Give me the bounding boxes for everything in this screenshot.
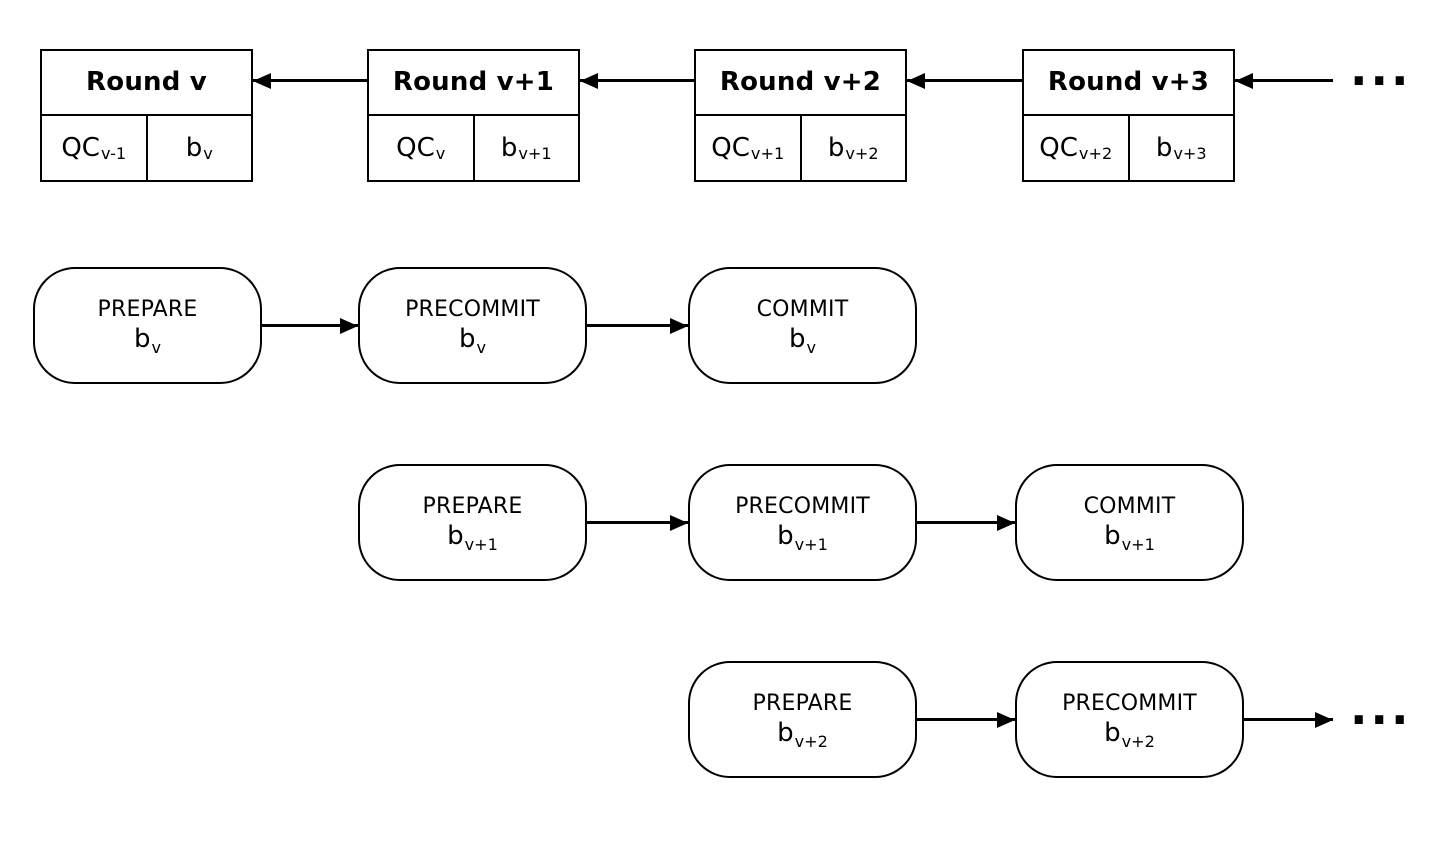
round-title: Round v+3 xyxy=(1024,51,1233,116)
block-label: b xyxy=(1155,132,1173,163)
block-subscript: v+1 xyxy=(464,535,498,555)
block-label: b xyxy=(500,132,518,163)
phase-pill-commit-v: COMMIT bv xyxy=(688,267,917,384)
round-title: Round v+2 xyxy=(696,51,905,116)
block-subscript: v xyxy=(203,144,213,164)
flow-arrow-icon xyxy=(917,514,1015,531)
qc-label: QC xyxy=(711,132,750,163)
phase-pill-prepare-v: PREPARE bv xyxy=(33,267,262,384)
phase-label: PRECOMMIT xyxy=(405,297,540,322)
block-base: b xyxy=(458,324,476,354)
phase-pill-prepare-v1: PREPARE bv+1 xyxy=(358,464,587,581)
chain-arrow-icon xyxy=(253,72,367,89)
phase-label: PRECOMMIT xyxy=(735,494,870,519)
round-title: Round v xyxy=(42,51,251,116)
block-base: b xyxy=(788,324,806,354)
pill-block-label: bv+2 xyxy=(777,718,828,750)
chain-ellipsis: ... xyxy=(1350,42,1412,96)
flow-arrow-icon xyxy=(1244,711,1333,728)
block-base: b xyxy=(777,718,794,748)
block-base: b xyxy=(1104,718,1121,748)
chain-arrow-icon xyxy=(1235,72,1333,89)
block-base: b xyxy=(447,521,464,551)
pill-block-label: bv xyxy=(788,324,816,356)
block-subscript: v+2 xyxy=(1121,732,1155,752)
phase-pill-precommit-v1: PRECOMMIT bv+1 xyxy=(688,464,917,581)
phase-label: PREPARE xyxy=(422,494,523,519)
qc-label: QC xyxy=(1039,132,1078,163)
block-subscript: v+2 xyxy=(845,144,879,164)
qc-subscript: v xyxy=(435,144,446,164)
block-label: b xyxy=(185,132,203,163)
block-base: b xyxy=(133,324,151,354)
flow-arrow-icon xyxy=(587,514,688,531)
block-subscript: v+1 xyxy=(1121,535,1155,555)
qc-label: QC xyxy=(61,132,100,163)
chain-arrow-icon xyxy=(907,72,1022,89)
phase-label: PREPARE xyxy=(752,691,853,716)
flow-arrow-icon xyxy=(587,317,688,334)
pill-block-label: bv xyxy=(458,324,486,356)
phase-pill-precommit-v: PRECOMMIT bv xyxy=(358,267,587,384)
qc-label: QC xyxy=(396,132,435,163)
chain-arrow-icon xyxy=(580,72,694,89)
phase-pill-commit-v1: COMMIT bv+1 xyxy=(1015,464,1244,581)
block-subscript: v+2 xyxy=(794,732,828,752)
phase-label: COMMIT xyxy=(756,297,849,322)
qc-subscript: v-1 xyxy=(100,144,127,164)
block-subscript: v xyxy=(151,338,162,358)
block-subscript: v xyxy=(806,338,817,358)
pill-block-label: bv+1 xyxy=(447,521,498,553)
flow-arrow-icon xyxy=(917,711,1015,728)
pill-block-label: bv+1 xyxy=(1104,521,1155,553)
pill-block-label: bv xyxy=(133,324,161,356)
flow-ellipsis: ... xyxy=(1350,681,1412,735)
block-subscript: v xyxy=(476,338,487,358)
pill-block-label: bv+2 xyxy=(1104,718,1155,750)
pill-block-label: bv+1 xyxy=(777,521,828,553)
phase-label: PREPARE xyxy=(97,297,198,322)
round-title: Round v+1 xyxy=(369,51,578,116)
block-base: b xyxy=(777,521,794,551)
block-base: b xyxy=(1104,521,1121,551)
phase-pill-prepare-v2: PREPARE bv+2 xyxy=(688,661,917,778)
phase-pill-precommit-v2: PRECOMMIT bv+2 xyxy=(1015,661,1244,778)
block-subscript: v+1 xyxy=(518,144,552,164)
block-subscript: v+3 xyxy=(1173,144,1207,164)
phase-label: PRECOMMIT xyxy=(1062,691,1197,716)
phase-label: COMMIT xyxy=(1083,494,1176,519)
block-label: b xyxy=(827,132,845,163)
flow-arrow-icon xyxy=(262,317,358,334)
qc-subscript: v+1 xyxy=(750,144,785,164)
block-subscript: v+1 xyxy=(794,535,828,555)
qc-subscript: v+2 xyxy=(1078,144,1113,164)
